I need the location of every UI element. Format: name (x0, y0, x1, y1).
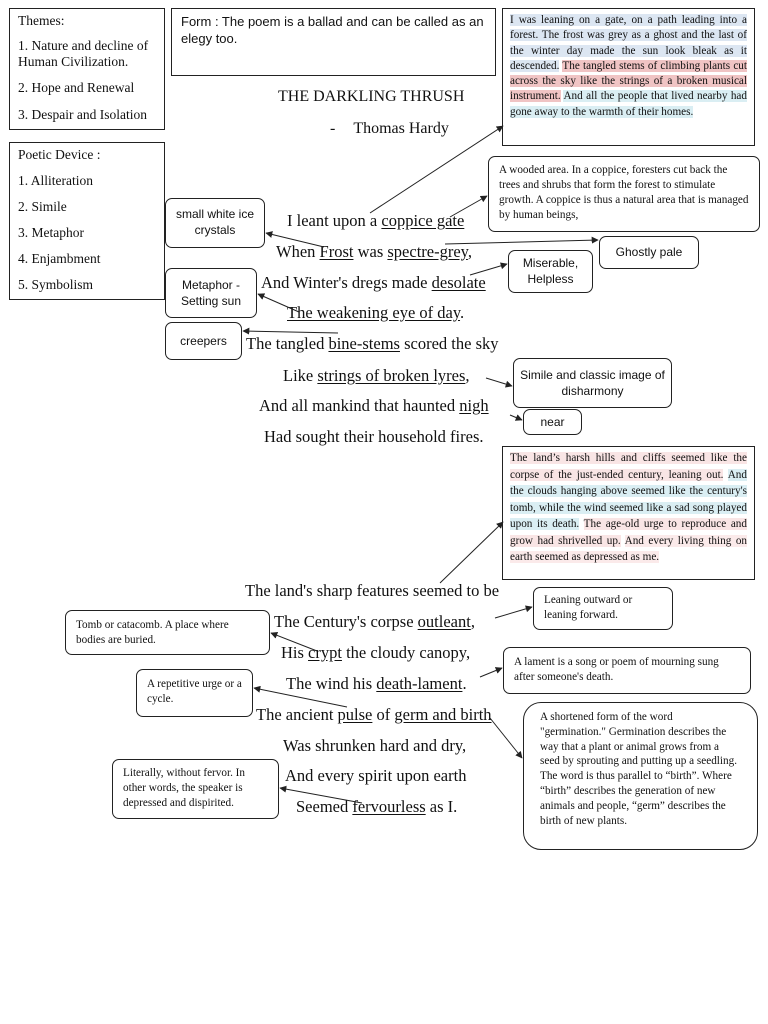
phrase-germ-and-birth: germ and birth (394, 705, 492, 724)
word-bine-stems: bine-stems (328, 334, 400, 353)
device-item-4: 4. Enjambment (18, 251, 101, 266)
form-box: Form : The poem is a ballad and can be c… (171, 8, 496, 76)
word-pulse: pulse (337, 705, 373, 724)
stanza2-line5: The ancient pulse of germ and birth (256, 705, 492, 724)
stanza2-line6: Was shrunken hard and dry, (283, 736, 467, 755)
note-outleant: Leaning outward or leaning forward. (533, 587, 673, 630)
note-crypt: Tomb or catacomb. A place where bodies a… (65, 610, 270, 655)
device-item-5: 5. Symbolism (18, 277, 94, 292)
stanza2-line1: The land's sharp features seemed to be (245, 581, 500, 600)
stanza1-line7: And all mankind that haunted nigh (259, 396, 489, 415)
word-fervourless: fervourless (352, 797, 426, 816)
note-simile: Simile and classic image of disharmony (513, 358, 672, 408)
stanza2-line4: The wind his death-lament. (286, 674, 467, 693)
poetic-device-box: Poetic Device : 1. Alliteration 2. Simil… (9, 142, 165, 300)
note-desolate: Miserable, Helpless (508, 250, 593, 293)
summary-stanza1: I was leaning on a gate, on a path leadi… (502, 8, 755, 146)
stanza1-line3: And Winter's dregs made desolate (261, 273, 486, 292)
poem-author-line: - Thomas Hardy (330, 120, 449, 138)
note-pulse: A repetitive urge or a cycle. (136, 669, 253, 717)
note-death-lament: A lament is a song or poem of mourning s… (503, 647, 751, 694)
word-crypt: crypt (308, 643, 342, 662)
stanza1-line5: The tangled bine-stems scored the sky (246, 334, 499, 353)
phrase-weakening-eye: The weakening eye of day (287, 303, 461, 322)
stanza1-line8: Had sought their household fires. (264, 427, 484, 446)
arrow-to-near-note (509, 414, 523, 421)
note-frost: small white ice crystals (165, 198, 265, 248)
summary2-part1: The land’s harsh hills and cliffs seemed… (510, 452, 747, 481)
device-item-1: 1. Alliteration (18, 173, 93, 188)
stanza2-line7: And every spirit upon earth (285, 766, 467, 785)
summary-stanza2: The land’s harsh hills and cliffs seemed… (502, 446, 755, 580)
note-near: near (523, 409, 582, 435)
device-item-3: 3. Metaphor (18, 225, 84, 240)
form-text: Form : The poem is a ballad and can be c… (181, 14, 484, 46)
stanza2-line2: The Century's corpse outleant, (274, 612, 475, 631)
word-coppice-gate: coppice gate (381, 211, 465, 230)
theme-item-1: 1. Nature and decline of Human Civilizat… (18, 38, 149, 69)
themes-box: Themes: 1. Nature and decline of Human C… (9, 8, 165, 130)
theme-item-3: 3. Despair and Isolation (18, 107, 147, 122)
stanza2-line8: Seemed fervourless as I. (296, 797, 458, 816)
poem-author: Thomas Hardy (353, 120, 449, 137)
poem-title: THE DARKLING THRUSH (278, 88, 465, 105)
poetic-device-heading: Poetic Device : (18, 147, 101, 162)
word-death-lament: death-lament (376, 674, 463, 693)
note-spectre-grey: Ghostly pale (599, 236, 699, 269)
arrow-to-summary2 (439, 521, 504, 584)
arrow-to-outleant-note (494, 605, 533, 619)
arrow-to-lament-note (479, 667, 503, 678)
note-fervourless: Literally, without fervor. In other word… (112, 759, 279, 819)
arrow-to-germ-note (489, 717, 523, 759)
arrow-to-summary1 (369, 125, 504, 214)
arrow-to-creepers-note (242, 327, 339, 335)
stanza1-line2: When Frost was spectre-grey, (276, 242, 472, 261)
note-germ: A shortened form of the word "germinatio… (523, 702, 758, 850)
note-creepers: creepers (165, 322, 242, 360)
stanza1-line6: Like strings of broken lyres, (283, 366, 470, 385)
word-outleant: outleant (417, 612, 471, 631)
word-spectre-grey: spectre-grey (387, 242, 468, 261)
stanza1-line4: The weakening eye of day. (287, 303, 465, 322)
device-item-2: 2. Simile (18, 199, 67, 214)
note-coppice: A wooded area. In a coppice, foresters c… (488, 156, 760, 232)
word-desolate: desolate (431, 273, 486, 292)
note-metaphor: Metaphor - Setting sun (165, 268, 257, 318)
arrow-to-simile-note (485, 377, 513, 388)
themes-heading: Themes: (18, 13, 65, 28)
author-dash: - (330, 120, 336, 137)
word-nigh: nigh (459, 396, 489, 415)
phrase-broken-lyres: strings of broken lyres (317, 366, 466, 385)
theme-item-2: 2. Hope and Renewal (18, 80, 135, 95)
stanza1-line1: I leant upon a coppice gate (287, 211, 465, 230)
word-frost: Frost (319, 242, 354, 261)
stanza2-line3: His crypt the cloudy canopy, (281, 643, 471, 662)
